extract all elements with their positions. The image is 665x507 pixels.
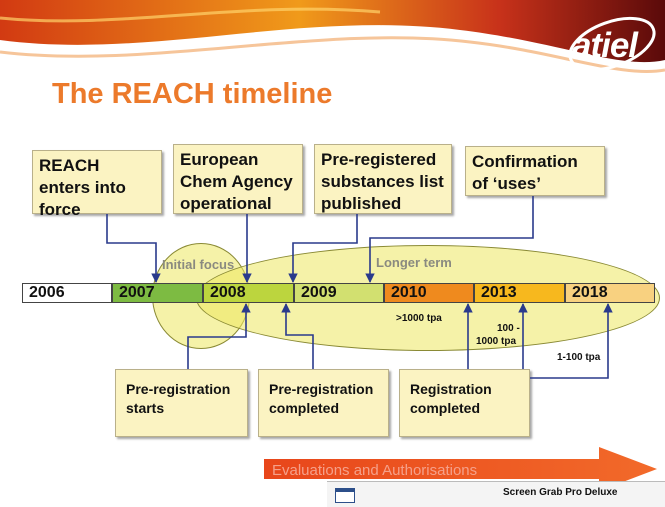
tonnage-100-line2: 1000 tpa [476,336,517,347]
timeline-2007: 2007 [112,283,203,303]
pre-registration-starts-box: Pre-registration starts [115,369,248,437]
screen-grab-app-name: Screen Grab Pro Deluxe [503,487,618,498]
european-chem-agency-box: European Chem Agency operational [173,144,303,214]
header-banner [0,0,665,80]
confirmation-of-uses-box: Confirmation of ‘uses’ [465,146,605,196]
pre-registration-completed-box: Pre-registration completed [258,369,389,437]
evaluations-label: Evaluations and Authorisations [272,462,478,479]
timeline-2013: 2013 [474,283,565,303]
tonnage-100-line1: 100 - [497,323,520,334]
evaluations-arrow [264,447,657,491]
registration-completed-box: Registration completed [399,369,530,437]
reach-enters-into-force-box: REACH enters into force [32,150,162,219]
atiel-logo: atiel [572,26,638,65]
screen-grab-toolbar[interactable]: Screen Grab Pro Deluxe [327,481,665,507]
pre-registered-list-box: Pre-registered substances list published [314,144,452,214]
timeline-2010: 2010 [384,283,474,303]
connector-reach [106,214,161,283]
page-title: The REACH timeline [52,78,333,110]
initial-focus-label: Initial focus [162,257,235,272]
tonnage-1-100: 1-100 tpa [557,352,601,363]
timeline-2006: 2006 [22,283,112,303]
tonnage-over-1000: >1000 tpa [396,313,442,324]
timeline-2018: 2018 [565,283,655,303]
window-icon[interactable] [335,488,355,503]
timeline-2008: 2008 [203,283,294,303]
longer-term-label: Longer term [376,255,452,270]
timeline-2009: 2009 [294,283,384,303]
